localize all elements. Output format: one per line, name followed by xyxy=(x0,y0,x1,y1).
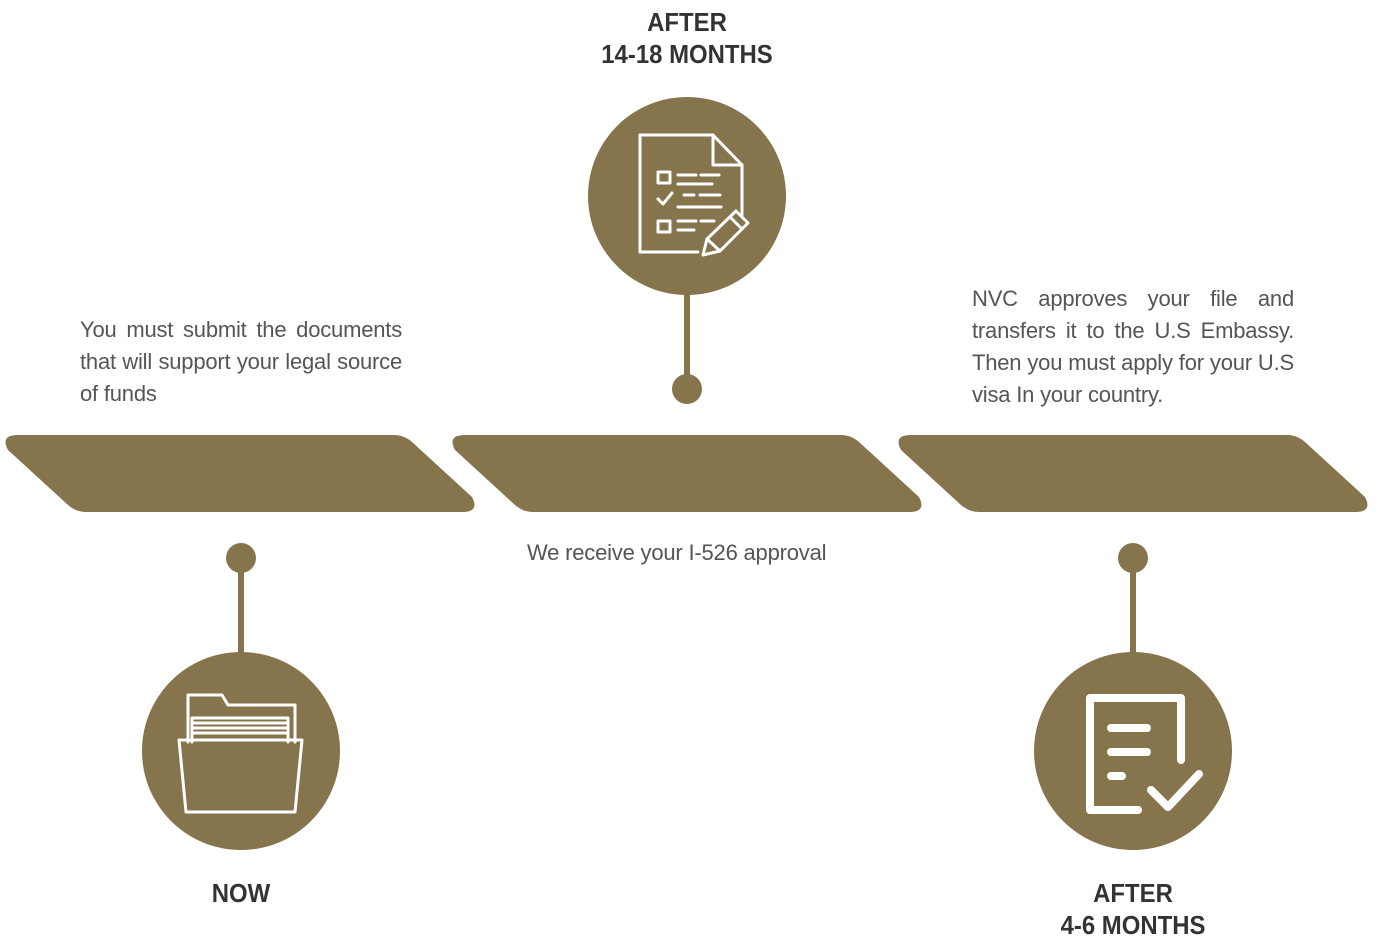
step-after-14-18-description: We receive your I-526 approval xyxy=(527,540,827,565)
step-after-4-6-icon-circle xyxy=(1034,652,1232,850)
timeline-bar-1 xyxy=(5,435,475,512)
step-after-4-6-description: NVC approves your file and transfers it … xyxy=(972,286,1294,407)
step-after-14-18-connector-stem xyxy=(684,293,690,383)
step-after-4-6-title-line-1: AFTER xyxy=(1093,878,1173,908)
step-now-connector-stem xyxy=(238,558,244,658)
checklist-document-icon xyxy=(638,133,750,257)
step-now-title: NOW xyxy=(149,877,333,909)
step-after-4-6-title: AFTER 4-6 MONTHS xyxy=(995,877,1271,941)
step-after-4-6-title-line-2: 4-6 MONTHS xyxy=(1060,910,1206,940)
step-now-icon-circle xyxy=(142,652,340,850)
step-after-14-18-icon-circle xyxy=(588,97,786,295)
step-after-14-18-title-line-2: 14-18 MONTHS xyxy=(601,39,773,69)
timeline-bar-2 xyxy=(452,435,922,512)
approved-document-icon xyxy=(1086,694,1203,814)
step-after-14-18-title-line-1: AFTER xyxy=(647,7,727,37)
folder-icon xyxy=(177,693,304,814)
step-now-title-line-1: NOW xyxy=(211,878,271,908)
timeline-bar-3 xyxy=(898,435,1368,512)
step-after-4-6-connector-stem xyxy=(1130,558,1136,658)
step-after-14-18-connector-dot xyxy=(672,374,702,404)
step-now-description: You must submit the documents that will … xyxy=(80,317,402,406)
step-after-14-18-title: AFTER 14-18 MONTHS xyxy=(549,6,825,70)
